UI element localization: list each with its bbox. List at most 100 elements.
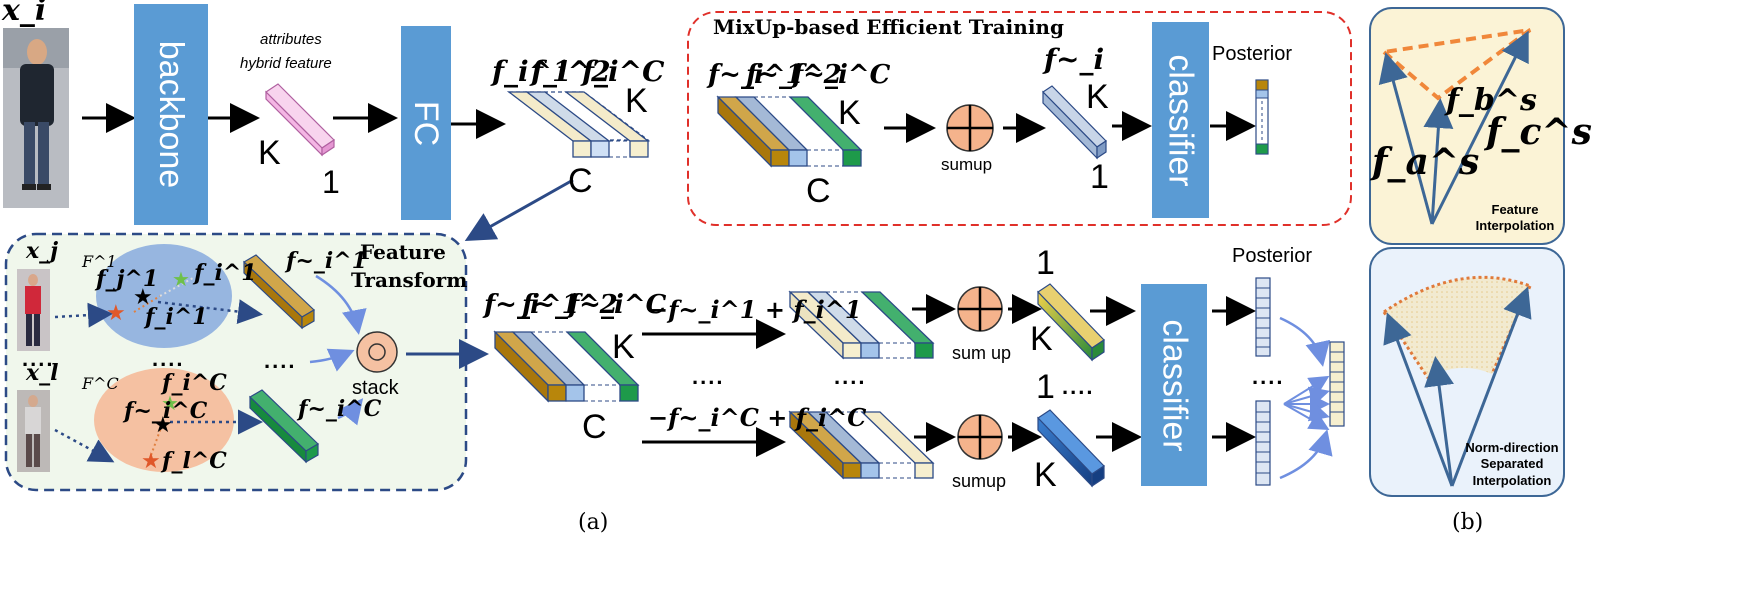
- replaced-cube-C: [788, 410, 935, 480]
- transform-dots-left: ....: [22, 346, 55, 371]
- classifier-label-mix: classifier: [1162, 53, 1200, 187]
- mixup-cube-label-2: f~_i^2: [746, 60, 842, 90]
- top-cube-label-C: f_i^C: [582, 55, 665, 88]
- arrow-to-feature-transform: [464, 178, 574, 241]
- sumup-icon-mix: [946, 104, 994, 152]
- mixup-cube-label-1: f~_i^1: [708, 60, 804, 90]
- stacked-cube-K: K: [612, 328, 635, 366]
- star-center-1: ★: [133, 284, 153, 309]
- transform-title-1: Feature: [360, 240, 446, 264]
- transform-out-bar-C: [249, 389, 319, 464]
- stack-icon: [356, 331, 398, 373]
- panel-b-bottom-caption-1: Norm-direction: [1465, 440, 1559, 455]
- feature-set-C-ellipse: [94, 368, 234, 472]
- expr-C: −f~_i^C + f_i^C: [648, 403, 867, 432]
- mixed-feature-label: f~_i: [1044, 43, 1105, 76]
- caption-b: (b): [1452, 510, 1484, 535]
- bottom-dots-expr: ....: [692, 364, 725, 389]
- person-photo-xi: [3, 28, 69, 208]
- label-flC: f_l^C: [162, 448, 227, 474]
- interp-line-C: [149, 424, 163, 459]
- posterior-vector-mix: [1255, 79, 1269, 155]
- classifier-label-main: classifier: [1155, 318, 1194, 452]
- set-label-F1: F^1: [82, 252, 117, 271]
- mixup-cube: [716, 95, 863, 168]
- mixup-posterior-label: Posterior: [1212, 43, 1293, 65]
- mixup-cube-C: C: [806, 172, 831, 210]
- label-fa: f_a^s: [1372, 141, 1480, 183]
- feature-interpolation-figure: [1378, 28, 1532, 225]
- ellipse1-to-out-arrow: [157, 299, 263, 325]
- panel-b-top-caption: Feature Interpolation: [1470, 202, 1560, 235]
- star-fiC: ★: [161, 393, 179, 415]
- feature-caption-2: hybrid feature: [240, 55, 332, 72]
- feature-dim-K: K: [258, 134, 281, 172]
- label-fiC: f_i^C: [162, 370, 227, 396]
- stacked-cube-C: C: [582, 408, 607, 446]
- mixed-feature-1: 1: [1090, 158, 1109, 196]
- panel-b-top-box: [1369, 7, 1565, 245]
- barC-dim-1: 1: [1036, 368, 1055, 406]
- mixed-bar-1: [1037, 283, 1105, 362]
- bottom-dots-cube: ....: [834, 364, 867, 389]
- label-xl: x_l: [26, 360, 59, 386]
- label-fc: f_c^s: [1486, 111, 1592, 153]
- norm-direction-interpolation-figure: [1382, 275, 1532, 487]
- set-label-FC: F^C: [82, 374, 119, 393]
- transform-out-label-C: f~_i^C: [298, 396, 382, 422]
- stacked-feature-cube: [493, 330, 640, 403]
- posterior-vector-C: [1255, 400, 1271, 486]
- mixup-box: [687, 11, 1352, 226]
- star-fj1: ★: [106, 300, 126, 325]
- sum-label-bottom: sumup: [952, 471, 1007, 491]
- feature-dim-1: 1: [322, 164, 340, 200]
- fan-arrows: [1283, 375, 1330, 430]
- star-flC: ★: [141, 448, 161, 473]
- final-posterior-vector: [1329, 341, 1345, 427]
- mixed-feature-bar: [1042, 85, 1107, 160]
- mixed-feature-K: K: [1086, 78, 1109, 116]
- top-cube-K: K: [625, 82, 648, 120]
- feature-cube-top: [507, 91, 650, 158]
- sumup-icon-top: [957, 286, 1003, 332]
- panel-b-bottom-caption: Norm-direction Separated Interpolation: [1460, 440, 1564, 489]
- classifier-block-main: classifier: [1141, 284, 1207, 486]
- label-fiC-tilde: f~_i^C: [124, 398, 208, 424]
- arrow-outC-to-stack: [337, 398, 364, 426]
- fc-label: FC: [407, 100, 446, 146]
- input-label-xi: x_i: [2, 0, 47, 28]
- top-cube-C: C: [568, 162, 593, 200]
- stacked-cube-label-2: f~_i^2: [522, 290, 618, 320]
- transform-out-bar-1: [243, 254, 315, 330]
- stacked-cube-label-C: f~_i^C: [568, 290, 667, 320]
- classifier-block-mix: classifier: [1152, 22, 1209, 218]
- posterior-vector-1: [1255, 277, 1271, 357]
- transform-dots-mid: ....: [152, 346, 185, 371]
- arrow-dots-to-stack: [309, 348, 355, 372]
- sum-label-top: sum up: [952, 343, 1012, 363]
- label-xj: x_j: [26, 238, 59, 264]
- star-center-C: ★: [153, 412, 173, 437]
- bar1-dim-1: 1: [1036, 244, 1055, 282]
- mixup-cube-K: K: [838, 94, 861, 132]
- expr-1: −f~_i^1 + f_i^1: [648, 295, 862, 324]
- transform-out-label-1: f~_i^1: [286, 248, 367, 274]
- hybrid-feature-bar: [265, 83, 335, 157]
- sumup-icon-bottom: [957, 414, 1003, 460]
- fc-block: FC: [401, 26, 451, 220]
- backbone-block: backbone: [134, 4, 208, 225]
- top-cube-label-1: f_i^1: [492, 55, 572, 88]
- bar1-dim-K: K: [1030, 320, 1053, 358]
- panel-b-top-caption-2: Interpolation: [1475, 218, 1555, 234]
- caption-a: (a): [578, 510, 609, 535]
- posterior-dots: ....: [1252, 364, 1285, 389]
- label-fb: f_b^s: [1446, 83, 1537, 118]
- panel-b-top-caption-1: Feature: [1491, 202, 1539, 217]
- arrow-out1-to-stack: [315, 274, 367, 335]
- barC-dim-K: K: [1034, 456, 1057, 494]
- replaced-cube-1: [788, 290, 935, 360]
- transform-title-2: Transform: [351, 268, 468, 292]
- star-fi1: ★: [172, 269, 190, 291]
- arrow-post1-to-final: [1279, 316, 1331, 367]
- person-photo-xj: [17, 269, 50, 351]
